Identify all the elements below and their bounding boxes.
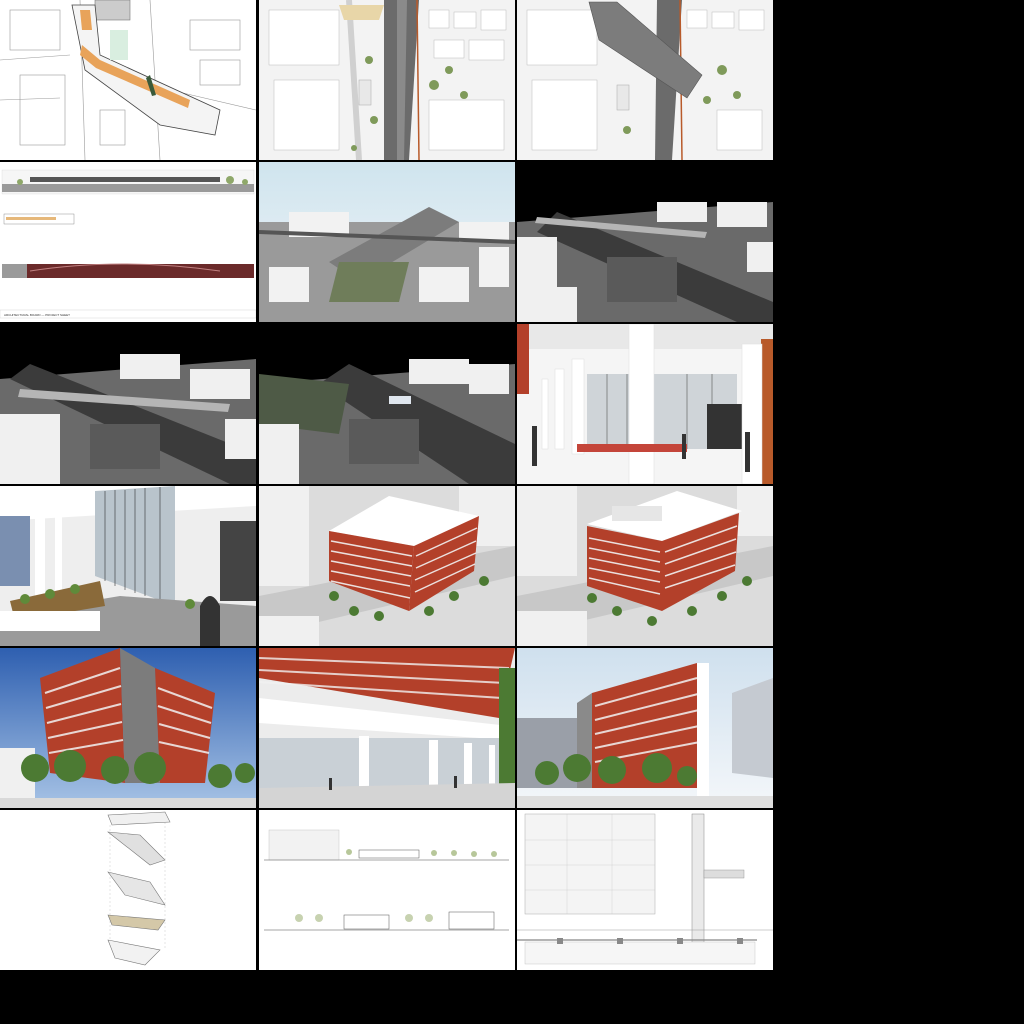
section-elevation-sheet: ARCHITECTURAL BOARD — PROJECT SHEET	[0, 162, 256, 322]
covered-walkway-render	[0, 486, 256, 646]
aerial-render-gray	[0, 324, 256, 484]
building-street-render-blue-sky	[0, 648, 256, 808]
building-pilotis-render	[259, 648, 515, 808]
site-plan-roof	[517, 0, 773, 160]
aerial-render-dark	[259, 324, 515, 484]
exploded-axonometric-drawing	[0, 810, 256, 970]
building-aerial-render-b	[517, 486, 773, 646]
sheet-footer-text: ARCHITECTURAL BOARD — PROJECT SHEET	[4, 313, 70, 317]
aerial-render-black	[517, 162, 773, 322]
image-board: ARCHITECTURAL BOARD — PROJECT SHEET	[0, 0, 773, 970]
long-sections-drawing	[259, 810, 515, 970]
aerial-render-sky	[259, 162, 515, 322]
wall-detail-drawing	[517, 810, 773, 970]
building-aerial-render-a	[259, 486, 515, 646]
site-plan-drawing	[0, 0, 256, 160]
colonnade-entrance-render	[517, 324, 773, 484]
site-plan-colored	[259, 0, 515, 160]
building-street-render-pale-sky	[517, 648, 773, 808]
